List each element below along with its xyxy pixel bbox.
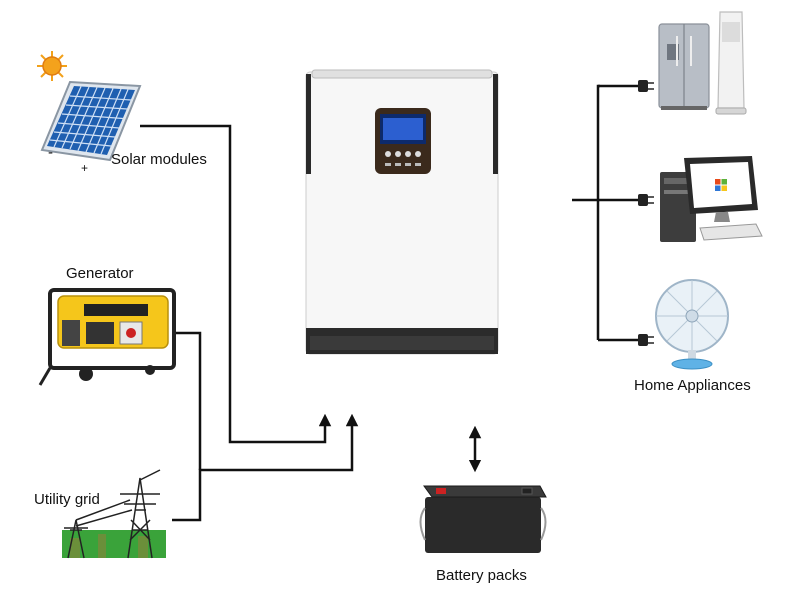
load-bus bbox=[572, 84, 600, 202]
power-plug-icon bbox=[638, 194, 654, 206]
solar-connector bbox=[140, 124, 332, 444]
generator-icon bbox=[38, 288, 176, 386]
power-plug-icon bbox=[638, 334, 654, 346]
sun-icon bbox=[37, 51, 67, 81]
home-label: Home Appliances bbox=[634, 377, 751, 394]
solar-label: Solar modules bbox=[111, 151, 207, 168]
tower-fan-icon bbox=[715, 11, 747, 115]
transmission-tower-icon bbox=[62, 469, 166, 559]
battery-icon bbox=[419, 485, 547, 553]
display-panel bbox=[375, 108, 431, 174]
desk-fan-icon bbox=[655, 279, 729, 370]
generator-connector bbox=[175, 331, 202, 470]
generator-label: Generator bbox=[66, 265, 134, 282]
solar-panel-icon bbox=[40, 80, 142, 162]
desktop-computer-icon bbox=[660, 156, 763, 242]
refrigerator-icon bbox=[658, 23, 710, 110]
solar-minus-sign: - bbox=[48, 144, 53, 161]
utility-label: Utility grid bbox=[34, 491, 100, 508]
solar-plus-sign: + bbox=[81, 161, 88, 175]
power-plug-icon bbox=[638, 80, 654, 92]
battery-label: Battery packs bbox=[436, 567, 527, 584]
connector-lines bbox=[140, 84, 640, 522]
inverter-unit-icon bbox=[305, 69, 499, 355]
utility-connector bbox=[172, 413, 359, 522]
